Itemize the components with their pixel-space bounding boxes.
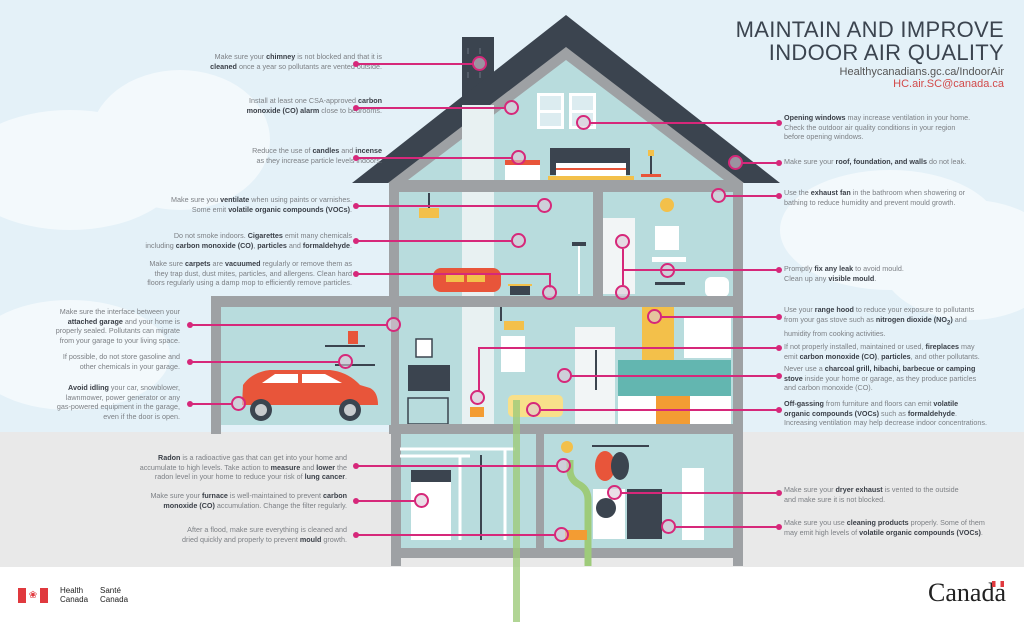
connector-line — [549, 273, 551, 288]
tip-idling: Avoid idling your car, snowblower,lawnmo… — [56, 383, 180, 421]
tip-range-hood: Use your range hood to reduce your expos… — [784, 305, 975, 338]
tip-ventilate: Make sure you ventilate when using paint… — [171, 195, 352, 214]
connector-line — [190, 403, 233, 405]
connector-line — [622, 269, 778, 271]
connector-line — [571, 375, 778, 377]
cloud — [0, 300, 170, 410]
hotspot-exhaust-fan[interactable] — [711, 188, 726, 203]
connector-dot — [776, 267, 782, 273]
connector-line — [661, 316, 778, 318]
hotspot-off-gassing[interactable] — [526, 402, 541, 417]
connector-line — [725, 195, 778, 197]
connector-dot — [776, 120, 782, 126]
connector-line — [356, 63, 474, 65]
website-link[interactable]: Healthycanadians.gc.ca/IndoorAir — [839, 66, 1004, 78]
connector-dot — [776, 407, 782, 413]
tip-dryer: Make sure your dryer exhaust is vented t… — [784, 485, 959, 504]
tip-chimney: Make sure your chimney is not blocked an… — [210, 52, 382, 71]
connector-line — [478, 347, 778, 349]
connector-line — [478, 347, 480, 391]
connector-dot — [776, 524, 782, 530]
hotspot-garage-seal[interactable] — [386, 317, 401, 332]
tip-radon: Radon is a radioactive gas that can get … — [139, 453, 347, 482]
connector-line — [356, 205, 538, 207]
tip-fireplaces: If not properly installed, maintained or… — [784, 342, 980, 361]
connector-line — [356, 500, 416, 502]
hotspot-dryer[interactable] — [607, 485, 622, 500]
connector-line — [675, 526, 778, 528]
hotspot-range-hood[interactable] — [647, 309, 662, 324]
connector-line — [190, 361, 340, 363]
hotspot-ventilate[interactable] — [537, 198, 552, 213]
tip-charcoal: Never use a charcoal grill, hibachi, bar… — [784, 364, 977, 393]
hotspot-chimney[interactable] — [472, 56, 487, 71]
hotspot-radon[interactable] — [556, 458, 571, 473]
tip-co-alarm: Install at least one CSA-approved carbon… — [246, 96, 382, 115]
connector-line — [742, 162, 778, 164]
hotspot-carpets[interactable] — [542, 285, 557, 300]
tip-windows: Opening windows may increase ventilation… — [784, 113, 971, 142]
flag-icon — [992, 581, 1004, 587]
hotspot-gasoline[interactable] — [338, 354, 353, 369]
tip-exhaust-fan: Use the exhaust fan in the bathroom when… — [784, 188, 966, 207]
connector-line — [356, 273, 550, 275]
cloud — [90, 70, 270, 210]
connector-line — [356, 465, 558, 467]
connector-line — [356, 107, 506, 109]
connector-dot — [776, 193, 782, 199]
connector-line — [622, 249, 624, 285]
hotspot-idling[interactable] — [231, 396, 246, 411]
connector-line — [590, 122, 778, 124]
tip-off-gassing: Off-gassing from furniture and floors ca… — [784, 399, 987, 428]
hotspot-floor-leak[interactable] — [615, 285, 630, 300]
tip-leak: Promptly fix any leak to avoid mould.Cle… — [784, 264, 904, 283]
hotspot-flood[interactable] — [554, 527, 569, 542]
connector-line — [356, 534, 556, 536]
tip-roof: Make sure your roof, foundation, and wal… — [784, 157, 967, 166]
connector-dot — [776, 345, 782, 351]
email-link[interactable]: HC.air.SC@canada.ca — [893, 78, 1004, 90]
hotspot-shower-leak[interactable] — [615, 234, 630, 249]
cloud — [880, 200, 1024, 320]
connector-dot — [776, 490, 782, 496]
footer-bar — [0, 567, 1024, 622]
canada-flag-icon: ❀ — [18, 588, 48, 603]
maple-leaf-icon: ❀ — [26, 588, 40, 603]
tip-flood: After a flood, make sure everything is c… — [181, 525, 347, 544]
connector-dot — [776, 373, 782, 379]
hotspot-smoke[interactable] — [511, 233, 526, 248]
hotspot-furnace[interactable] — [414, 493, 429, 508]
hotspot-cleaning[interactable] — [661, 519, 676, 534]
hotspot-co-alarm[interactable] — [504, 100, 519, 115]
connector-line — [356, 240, 512, 242]
hotspot-windows[interactable] — [576, 115, 591, 130]
connector-dot — [776, 160, 782, 166]
connector-dot — [776, 314, 782, 320]
tip-furnace: Make sure your furnace is well-maintaine… — [150, 491, 347, 510]
hotspot-charcoal[interactable] — [557, 368, 572, 383]
tip-cleaning: Make sure you use cleaning products prop… — [784, 518, 985, 537]
canada-wordmark: Canada — [928, 578, 1006, 607]
connector-line — [621, 492, 778, 494]
connector-line — [190, 324, 388, 326]
hotspot-roof[interactable] — [728, 155, 743, 170]
tip-carpets: Make sure carpets are vacuumed regularly… — [147, 259, 352, 288]
connector-line — [540, 409, 778, 411]
hotspot-fireplace[interactable] — [470, 390, 485, 405]
hotspot-candles[interactable] — [511, 150, 526, 165]
tip-smoke: Do not smoke indoors. Cigarettes emit ma… — [145, 231, 352, 250]
connector-line — [356, 157, 512, 159]
